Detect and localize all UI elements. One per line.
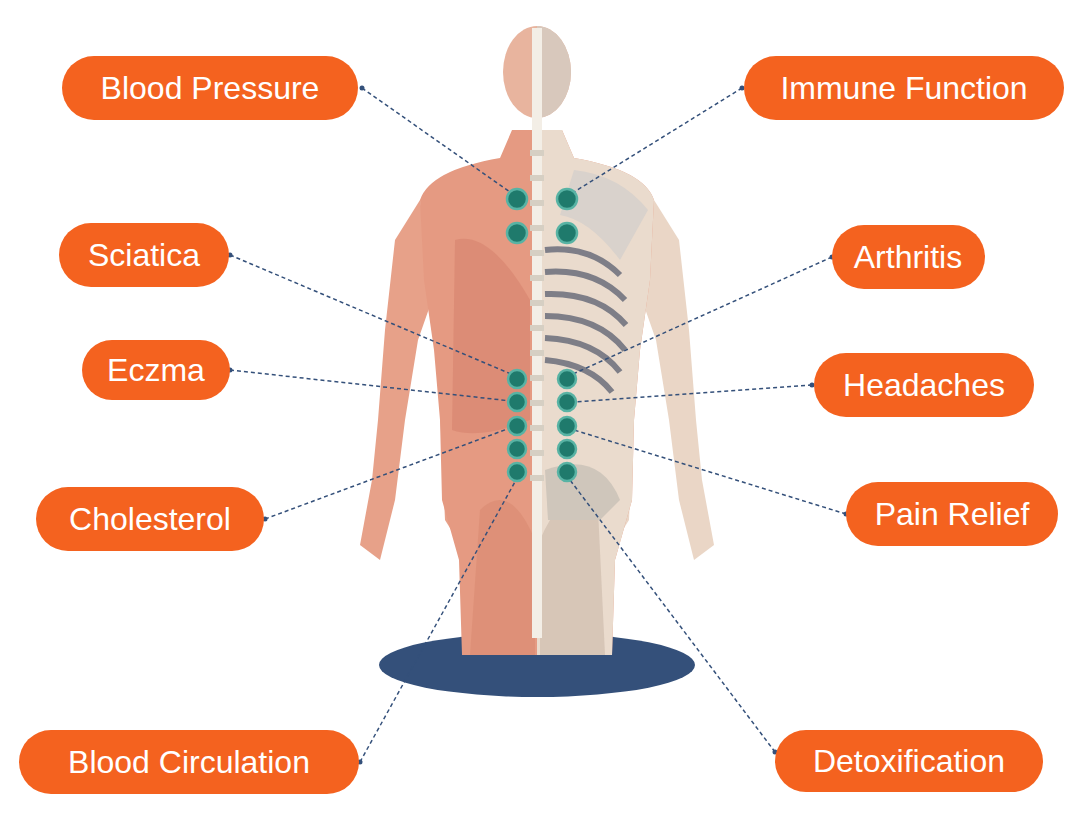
label-pill: Cholesterol [36, 487, 264, 551]
label-text: Arthritis [854, 241, 962, 273]
label-text: Cholesterol [69, 503, 231, 535]
label-pill: Arthritis [832, 225, 985, 289]
label-text: Immune Function [780, 72, 1027, 104]
label-pill: Sciatica [59, 223, 229, 287]
label-text: Detoxification [813, 745, 1005, 777]
label-text: Pain Relief [875, 498, 1030, 530]
label-pill: Blood Pressure [62, 56, 358, 120]
leader-end-dots [228, 86, 849, 765]
label-pill: Detoxification [775, 730, 1043, 792]
acupoint-dots [507, 189, 577, 481]
label-pill: Pain Relief [846, 482, 1058, 546]
leader-lines [230, 88, 846, 762]
label-text: Blood Circulation [68, 746, 310, 778]
label-text: Sciatica [88, 239, 200, 271]
label-text: Blood Pressure [101, 72, 320, 104]
label-pill: Immune Function [744, 56, 1064, 120]
body-figure [360, 26, 714, 655]
label-pill: Blood Circulation [19, 730, 359, 794]
label-text: Eczma [107, 354, 205, 386]
label-pill: Eczma [82, 340, 230, 400]
label-pill: Headaches [814, 353, 1034, 417]
label-text: Headaches [843, 369, 1005, 401]
